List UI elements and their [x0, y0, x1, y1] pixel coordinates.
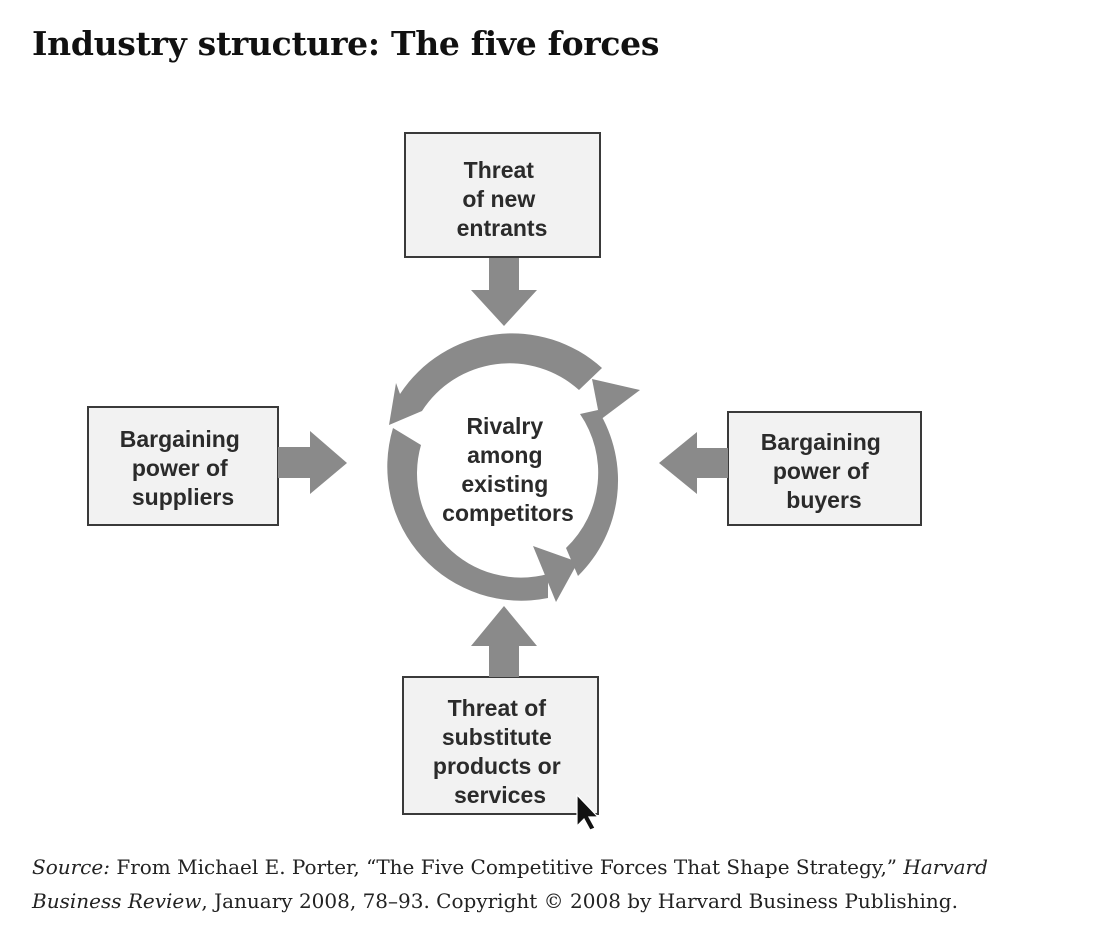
center-label-line: Rivalry: [466, 413, 543, 439]
force-label-line: products or: [433, 753, 561, 779]
cycle-arrow-lower-icon: [387, 428, 548, 601]
cycle-arrow-upper-icon: [389, 333, 602, 425]
force-box-top: [404, 132, 601, 258]
source-text-after: , January 2008, 78–93. Copyright © 2008 …: [201, 889, 958, 913]
mouse-cursor-icon: [576, 793, 600, 831]
force-box-left: [87, 406, 279, 526]
source-text-before: From Michael E. Porter, “The Five Compet…: [109, 855, 904, 879]
force-label-line: services: [454, 782, 546, 808]
cycle-arrow-right-arc-icon: [566, 410, 619, 576]
force-label-line: power of: [773, 458, 869, 484]
force-label-left: Bargaining power of suppliers: [120, 426, 247, 510]
force-bargaining-power-of-buyers: Bargaining power of buyers: [727, 411, 922, 526]
arrow-right-icon: [278, 431, 347, 494]
force-label-right: Bargaining power of buyers: [761, 429, 888, 513]
source-caption: Source: From Michael E. Porter, “The Fiv…: [32, 850, 1082, 918]
force-label-line: buyers: [786, 487, 861, 513]
force-label-bottom: Threat of substitute products or service…: [433, 695, 567, 808]
center-rivalry-label: Rivalry among existing competitors: [442, 413, 574, 526]
force-threat-of-new-entrants: Threat of new entrants: [404, 132, 601, 258]
cycle-arrow-upper-head-icon: [592, 379, 640, 420]
arrow-left-icon: [659, 432, 728, 494]
force-label-line: Bargaining: [120, 426, 240, 452]
arrow-up-icon: [471, 606, 537, 677]
force-label-line: power of: [132, 455, 228, 481]
force-label-line: substitute: [442, 724, 552, 750]
force-label-line: Threat of: [448, 695, 547, 721]
force-label-top: Threat of new entrants: [457, 157, 548, 241]
force-box-right: [727, 411, 922, 526]
force-bargaining-power-of-suppliers: Bargaining power of suppliers: [87, 406, 279, 526]
center-label-line: among: [467, 442, 542, 468]
arrow-down-icon: [471, 258, 537, 326]
source-journal: Harvard Business Review: [32, 855, 988, 913]
center-label-line: existing: [461, 471, 548, 497]
page-title: Industry structure: The five forces: [32, 24, 660, 63]
rivalry-cycle-icon: [387, 333, 640, 602]
cycle-arrow-lower-head-icon: [533, 546, 578, 602]
source-label: Source:: [32, 855, 110, 879]
force-label-line: entrants: [457, 215, 548, 241]
force-label-line: Threat: [464, 157, 535, 183]
force-label-line: of new: [462, 186, 535, 212]
force-label-line: Bargaining: [761, 429, 881, 455]
center-label-line: competitors: [442, 500, 574, 526]
force-label-line: suppliers: [132, 484, 234, 510]
force-threat-of-substitutes: Threat of substitute products or service…: [402, 676, 599, 815]
